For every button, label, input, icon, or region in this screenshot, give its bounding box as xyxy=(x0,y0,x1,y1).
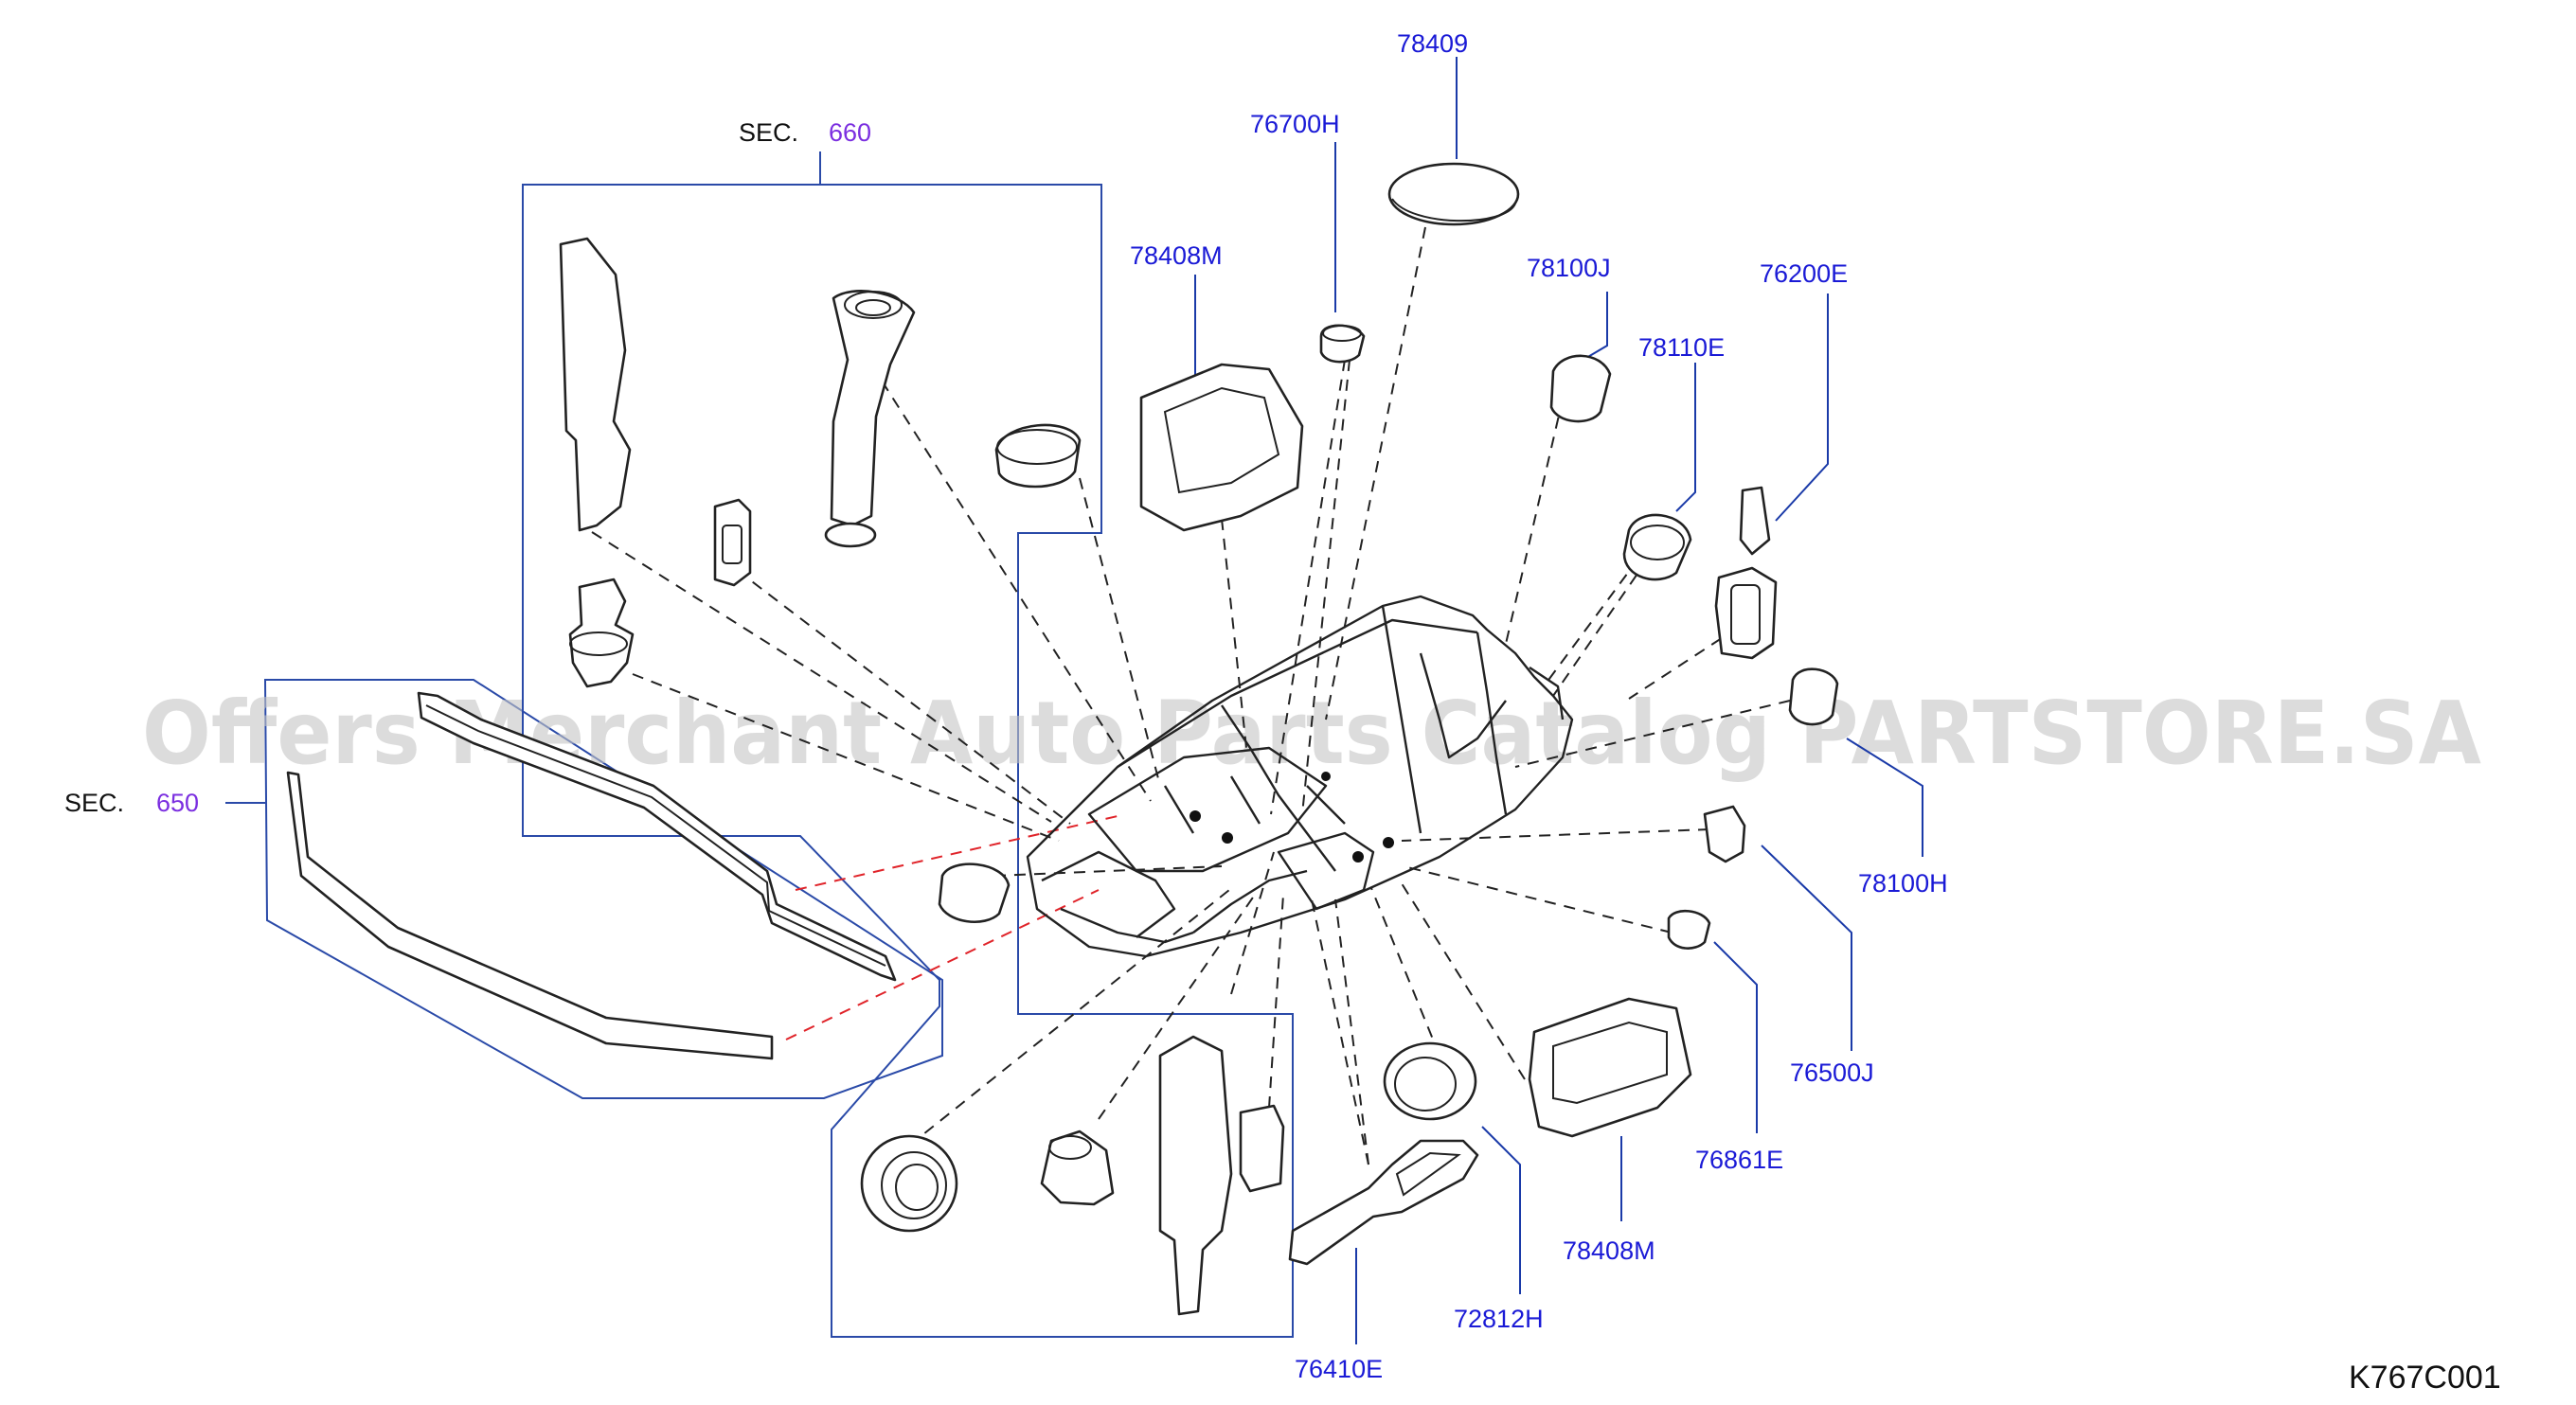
section-650-box xyxy=(263,679,943,1099)
label-76500J[interactable]: 76500J xyxy=(1790,1058,1874,1087)
svg-text:660: 660 xyxy=(829,118,871,147)
small-plug-660 xyxy=(713,498,752,587)
grommet-large-lower xyxy=(860,1134,958,1233)
section-650-strip-lower xyxy=(286,771,774,1060)
part-76861E xyxy=(1667,910,1711,950)
part-78110E xyxy=(1622,513,1692,581)
label-76410E[interactable]: 76410E xyxy=(1295,1355,1383,1383)
long-insulator-left xyxy=(559,237,632,532)
label-78100H[interactable]: 78100H xyxy=(1858,869,1948,898)
svg-text:SEC.: SEC. xyxy=(739,118,798,147)
part-78409 xyxy=(1387,162,1520,226)
section-660-box xyxy=(522,184,1294,1338)
section-660-label[interactable]: SEC. 660 xyxy=(739,118,871,147)
svg-text:650: 650 xyxy=(156,789,199,817)
part-78408M-lower xyxy=(1528,997,1692,1138)
part-76200E xyxy=(1714,486,1778,660)
watermark: Offers Merchant Auto Parts Catalog PARTS… xyxy=(142,683,2481,784)
grommet-round-660 xyxy=(994,423,1082,489)
label-78408M-lower[interactable]: 78408M xyxy=(1563,1236,1655,1265)
car-body-shell xyxy=(1026,595,1574,958)
label-76200E[interactable]: 76200E xyxy=(1760,259,1848,288)
section-650-label[interactable]: SEC. 650 xyxy=(64,789,199,817)
stepped-grommet-660 xyxy=(568,578,635,688)
label-76700H[interactable]: 76700H xyxy=(1250,110,1340,138)
small-grommet-center xyxy=(938,863,1011,924)
label-72812H[interactable]: 72812H xyxy=(1454,1305,1544,1333)
long-insulator-lower xyxy=(1158,1035,1233,1316)
svg-text:SEC.: SEC. xyxy=(64,789,124,817)
label-78100J[interactable]: 78100J xyxy=(1527,254,1611,282)
part-78408M-upper xyxy=(1139,363,1304,532)
label-76861E[interactable]: 76861E xyxy=(1695,1146,1783,1174)
part-76500J xyxy=(1703,805,1746,863)
part-78100H xyxy=(1788,667,1839,726)
filler-neck-hose xyxy=(824,290,916,548)
drawing-code: K767C001 xyxy=(2349,1360,2501,1396)
label-78110E[interactable]: 78110E xyxy=(1638,333,1725,362)
section-650-strip-upper xyxy=(417,691,897,982)
label-78409[interactable]: 78409 xyxy=(1397,29,1468,58)
part-78100J xyxy=(1549,354,1612,423)
stepped-plug-lower xyxy=(1040,1129,1115,1206)
part-76410E xyxy=(1288,1139,1479,1266)
red-dashed-lines xyxy=(785,815,1118,1040)
part-76700H xyxy=(1319,324,1366,364)
label-78408M-upper[interactable]: 78408M xyxy=(1130,241,1223,270)
small-plug-lower xyxy=(1239,1104,1285,1193)
part-72812H xyxy=(1383,1041,1477,1121)
